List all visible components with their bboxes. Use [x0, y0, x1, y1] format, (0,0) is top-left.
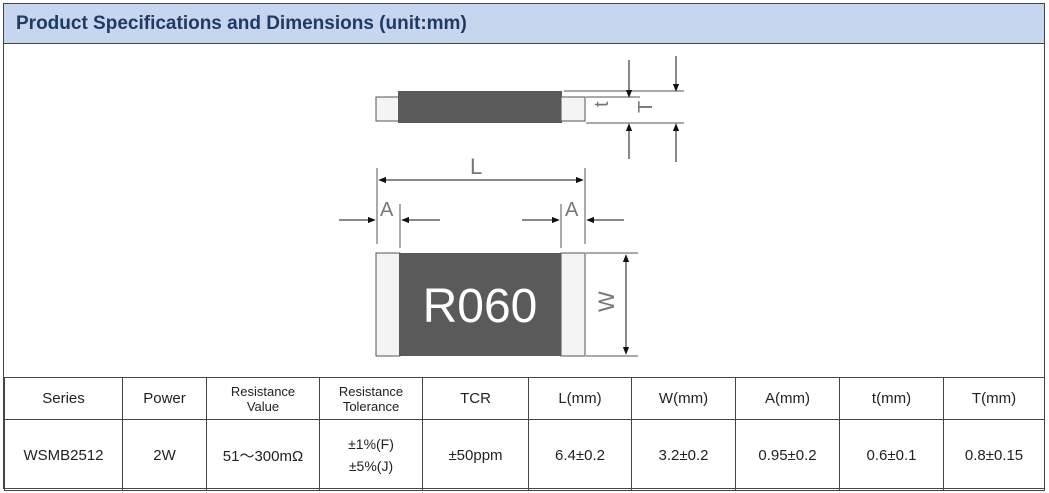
- cell-tolerance: ±1%(F)±5%(J): [319, 419, 423, 491]
- top-terminal-left: [375, 252, 401, 357]
- dim-label-L: L: [470, 154, 482, 179]
- dim-label-W: W: [594, 291, 619, 312]
- dim-label-A-right: A: [565, 199, 579, 221]
- header-l: L(mm): [528, 377, 632, 420]
- cell-resistance-value: 51～300mΩ: [206, 419, 320, 491]
- cell-a: 0.95±0.2: [735, 419, 840, 491]
- terminal-width-dimensions: A A: [339, 199, 624, 248]
- side-body: [398, 91, 562, 123]
- length-dimension: L: [376, 154, 586, 244]
- title-bar: Product Specifications and Dimensions (u…: [4, 4, 1044, 44]
- header-a: A(mm): [735, 377, 840, 420]
- header-t-large: T(mm): [943, 377, 1045, 420]
- header-series: Series: [4, 377, 123, 420]
- page-title: Product Specifications and Dimensions (u…: [16, 13, 467, 34]
- side-terminal-right: [560, 96, 586, 122]
- header-power: Power: [122, 377, 207, 420]
- dimension-drawing: t T L A A: [339, 56, 684, 357]
- top-view: R060 W: [375, 252, 638, 357]
- dimension-diagram: t T L A A: [4, 44, 1044, 377]
- cell-tcr: ±50ppm: [422, 419, 529, 491]
- side-view: t T: [375, 56, 684, 162]
- table-row: WSMB2512 2W 51～300mΩ ±1%(F)±5%(J) ±50ppm…: [4, 419, 1045, 491]
- spec-frame: Product Specifications and Dimensions (u…: [3, 3, 1045, 491]
- cell-series: WSMB2512: [4, 419, 123, 491]
- cell-t-small: 0.6±0.1: [839, 419, 944, 491]
- header-tcr: TCR: [422, 377, 529, 420]
- resistor-marking: R060: [423, 280, 538, 333]
- cell-w: 3.2±0.2: [631, 419, 736, 491]
- top-terminal-right: [560, 252, 586, 357]
- resistor-body: [399, 253, 562, 356]
- cell-l: 6.4±0.2: [528, 419, 632, 491]
- dim-label-T: T: [635, 101, 657, 113]
- dim-label-t: t: [591, 101, 613, 107]
- header-t-small: t(mm): [839, 377, 944, 420]
- dim-label-A-left: A: [380, 199, 394, 221]
- cell-t-large: 0.8±0.15: [943, 419, 1045, 491]
- header-w: W(mm): [631, 377, 736, 420]
- cell-power: 2W: [122, 419, 207, 491]
- side-terminal-left: [375, 96, 401, 122]
